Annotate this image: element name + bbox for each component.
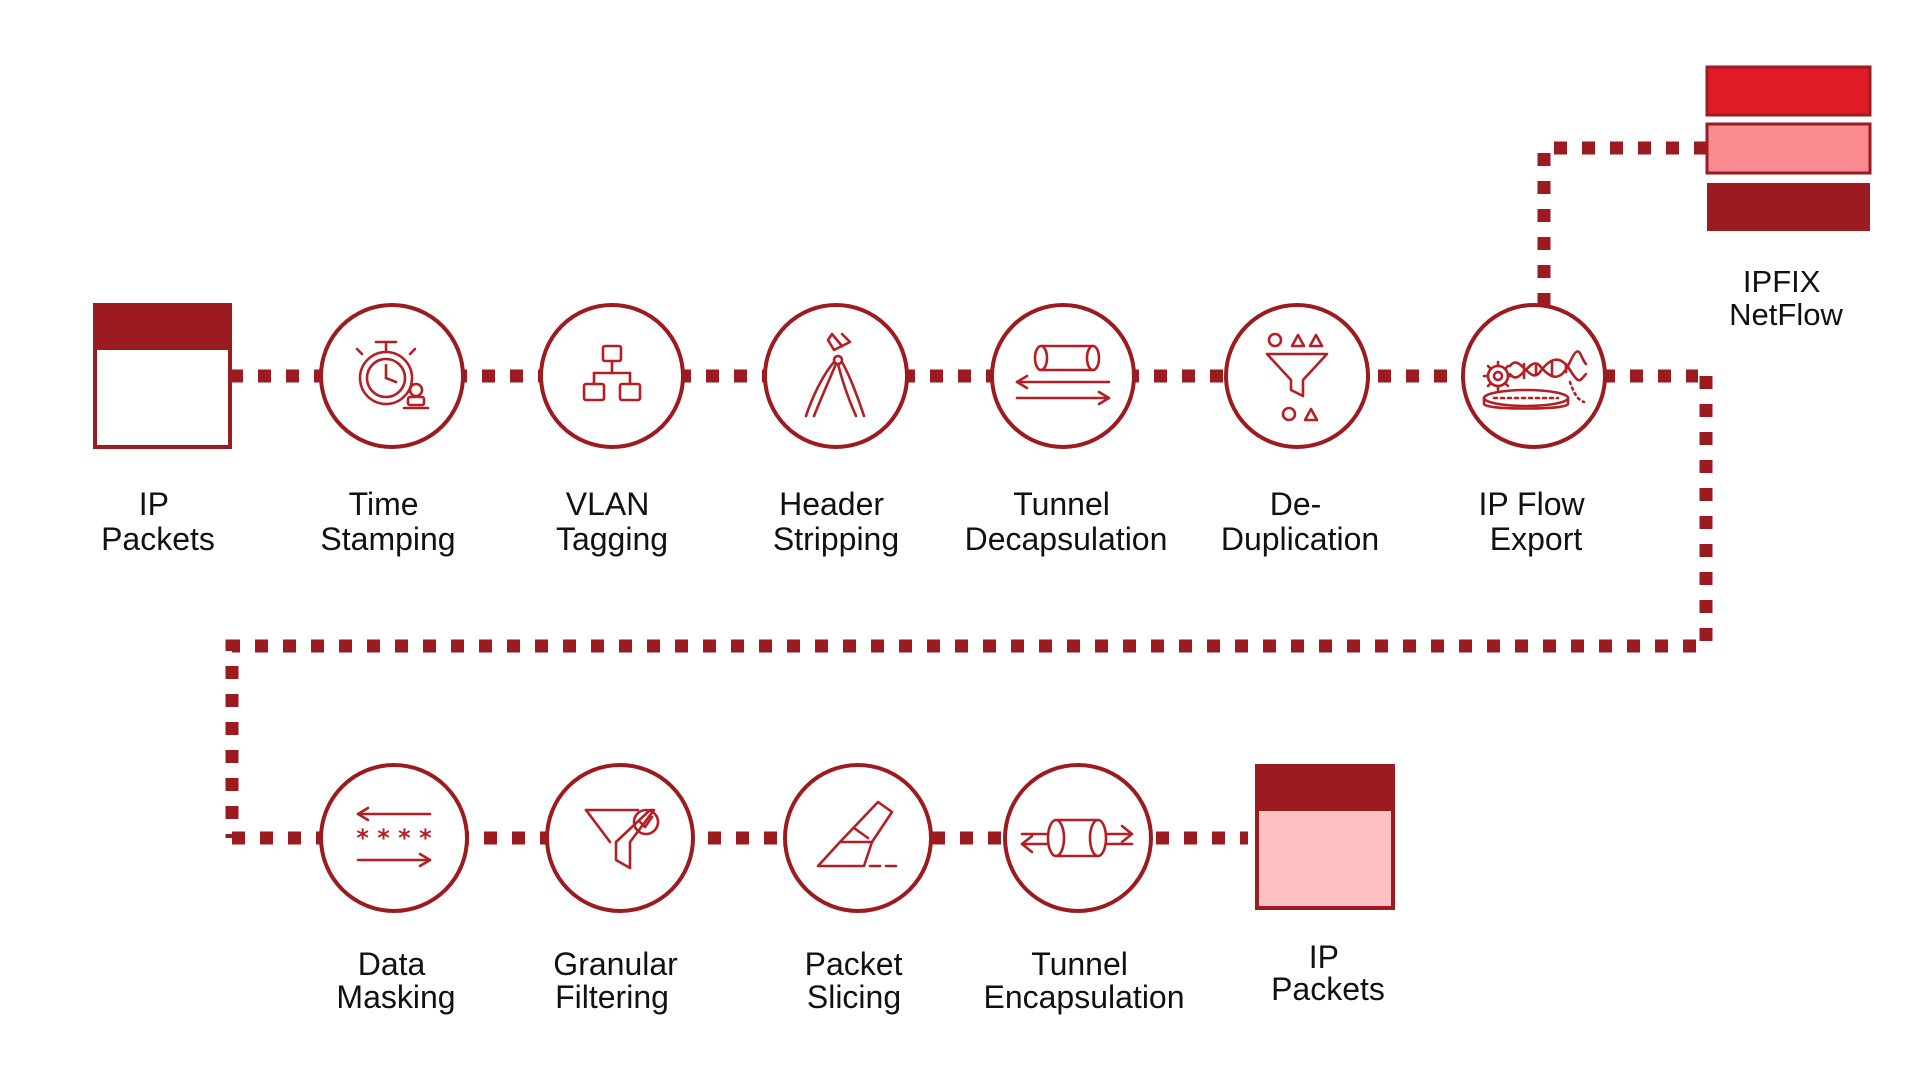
step-ip-flow-export-label: IP Flow Export [1479, 486, 1594, 557]
record-bar-3 [1707, 183, 1870, 231]
step-granular-filtering [545, 763, 695, 913]
step-header-stripping-label: Header Stripping [773, 486, 899, 557]
blade-icon [816, 800, 898, 868]
cylinder-arrows-icon [1020, 818, 1134, 858]
export-record-stack [1705, 65, 1872, 231]
step-vlan-tagging [539, 303, 685, 449]
step-tunnel-decapsulation-label: Tunnel Decapsulation [965, 486, 1168, 557]
step-time-stamping-label: Time Stamping [320, 486, 455, 557]
input-box-header [95, 305, 230, 350]
record-bar-1 [1705, 65, 1872, 117]
pliers-icon [804, 332, 866, 418]
step-granular-filtering-label: Granular Filtering [553, 946, 686, 1015]
step-data-masking-label: Data Masking [336, 946, 455, 1015]
step-packet-slicing [783, 763, 933, 913]
tunnel-arrows-icon [1015, 344, 1111, 406]
mask-asterisks: * * * * [356, 824, 432, 852]
step-vlan-tagging-label: VLAN Tagging [556, 486, 668, 557]
step-header-stripping [763, 303, 909, 449]
input-packet-box [93, 303, 232, 449]
step-tunnel-encapsulation-label: Tunnel Encapsulation [983, 946, 1184, 1015]
step-packet-slicing-label: Packet Slicing [805, 946, 912, 1015]
stopwatch-stamp-icon [355, 340, 430, 410]
step-data-masking: * * * * [319, 763, 469, 913]
output-label: IP Packets [1271, 939, 1385, 1007]
funnel-shapes-icon [1265, 332, 1329, 422]
step-tunnel-encapsulation [1003, 763, 1153, 913]
step-time-stamping [319, 303, 465, 449]
masked-arrows-icon: * * * * [356, 806, 432, 868]
output-packet-box [1255, 764, 1395, 910]
export-target-label: IPFIX NetFlow [1729, 264, 1843, 332]
step-tunnel-decapsulation [990, 303, 1136, 449]
step-de-duplication [1224, 303, 1370, 449]
step-ip-flow-export [1461, 303, 1607, 449]
gear-dna-icon [1482, 350, 1588, 410]
connector-export-branch [1537, 141, 1707, 306]
record-bar-2 [1705, 122, 1872, 175]
network-tree-icon [582, 344, 642, 402]
funnel-check-icon [584, 808, 660, 870]
output-box-header [1257, 766, 1393, 811]
step-de-duplication-label: De- Duplication [1221, 486, 1379, 557]
connector-wrap [225, 376, 1713, 838]
input-label: IP Packets [101, 486, 215, 557]
